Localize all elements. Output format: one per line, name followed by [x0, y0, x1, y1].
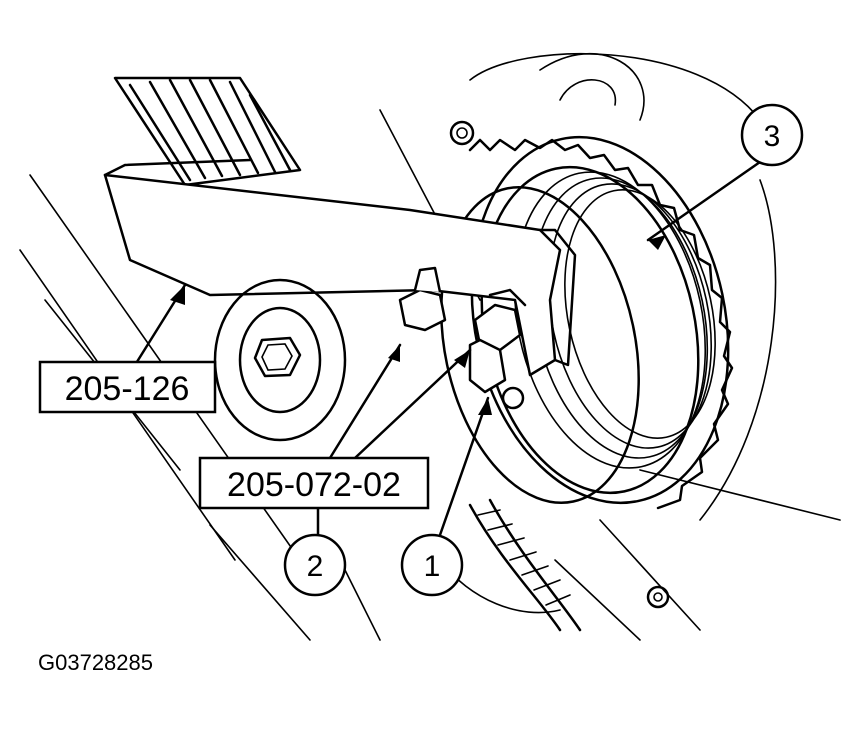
holding-tool-bar — [103, 158, 577, 377]
item-3-label: 3 — [764, 120, 781, 153]
fasteners — [449, 120, 670, 609]
callout-205-072-02: 205-072-02 — [198, 456, 430, 510]
adapter-bolts — [398, 266, 527, 410]
coiled-hose-lower — [468, 498, 582, 632]
callout-205-126-label: 205-126 — [65, 370, 190, 408]
item-2-label: 2 — [307, 550, 324, 583]
crankshaft-pulley — [440, 135, 734, 510]
item-1-marker: 1 — [400, 533, 464, 597]
item-2-marker: 2 — [283, 533, 347, 597]
item-1-label: 1 — [424, 550, 441, 583]
callout-205-072-02-label: 205-072-02 — [227, 466, 401, 504]
figure-id: G03728285 — [38, 650, 153, 675]
callout-205-126: 205-126 — [38, 360, 217, 414]
idler-pulley — [213, 278, 347, 442]
coiled-hose-upper — [113, 76, 302, 187]
arrowheads — [170, 235, 666, 415]
item-3-marker: 3 — [740, 103, 804, 167]
